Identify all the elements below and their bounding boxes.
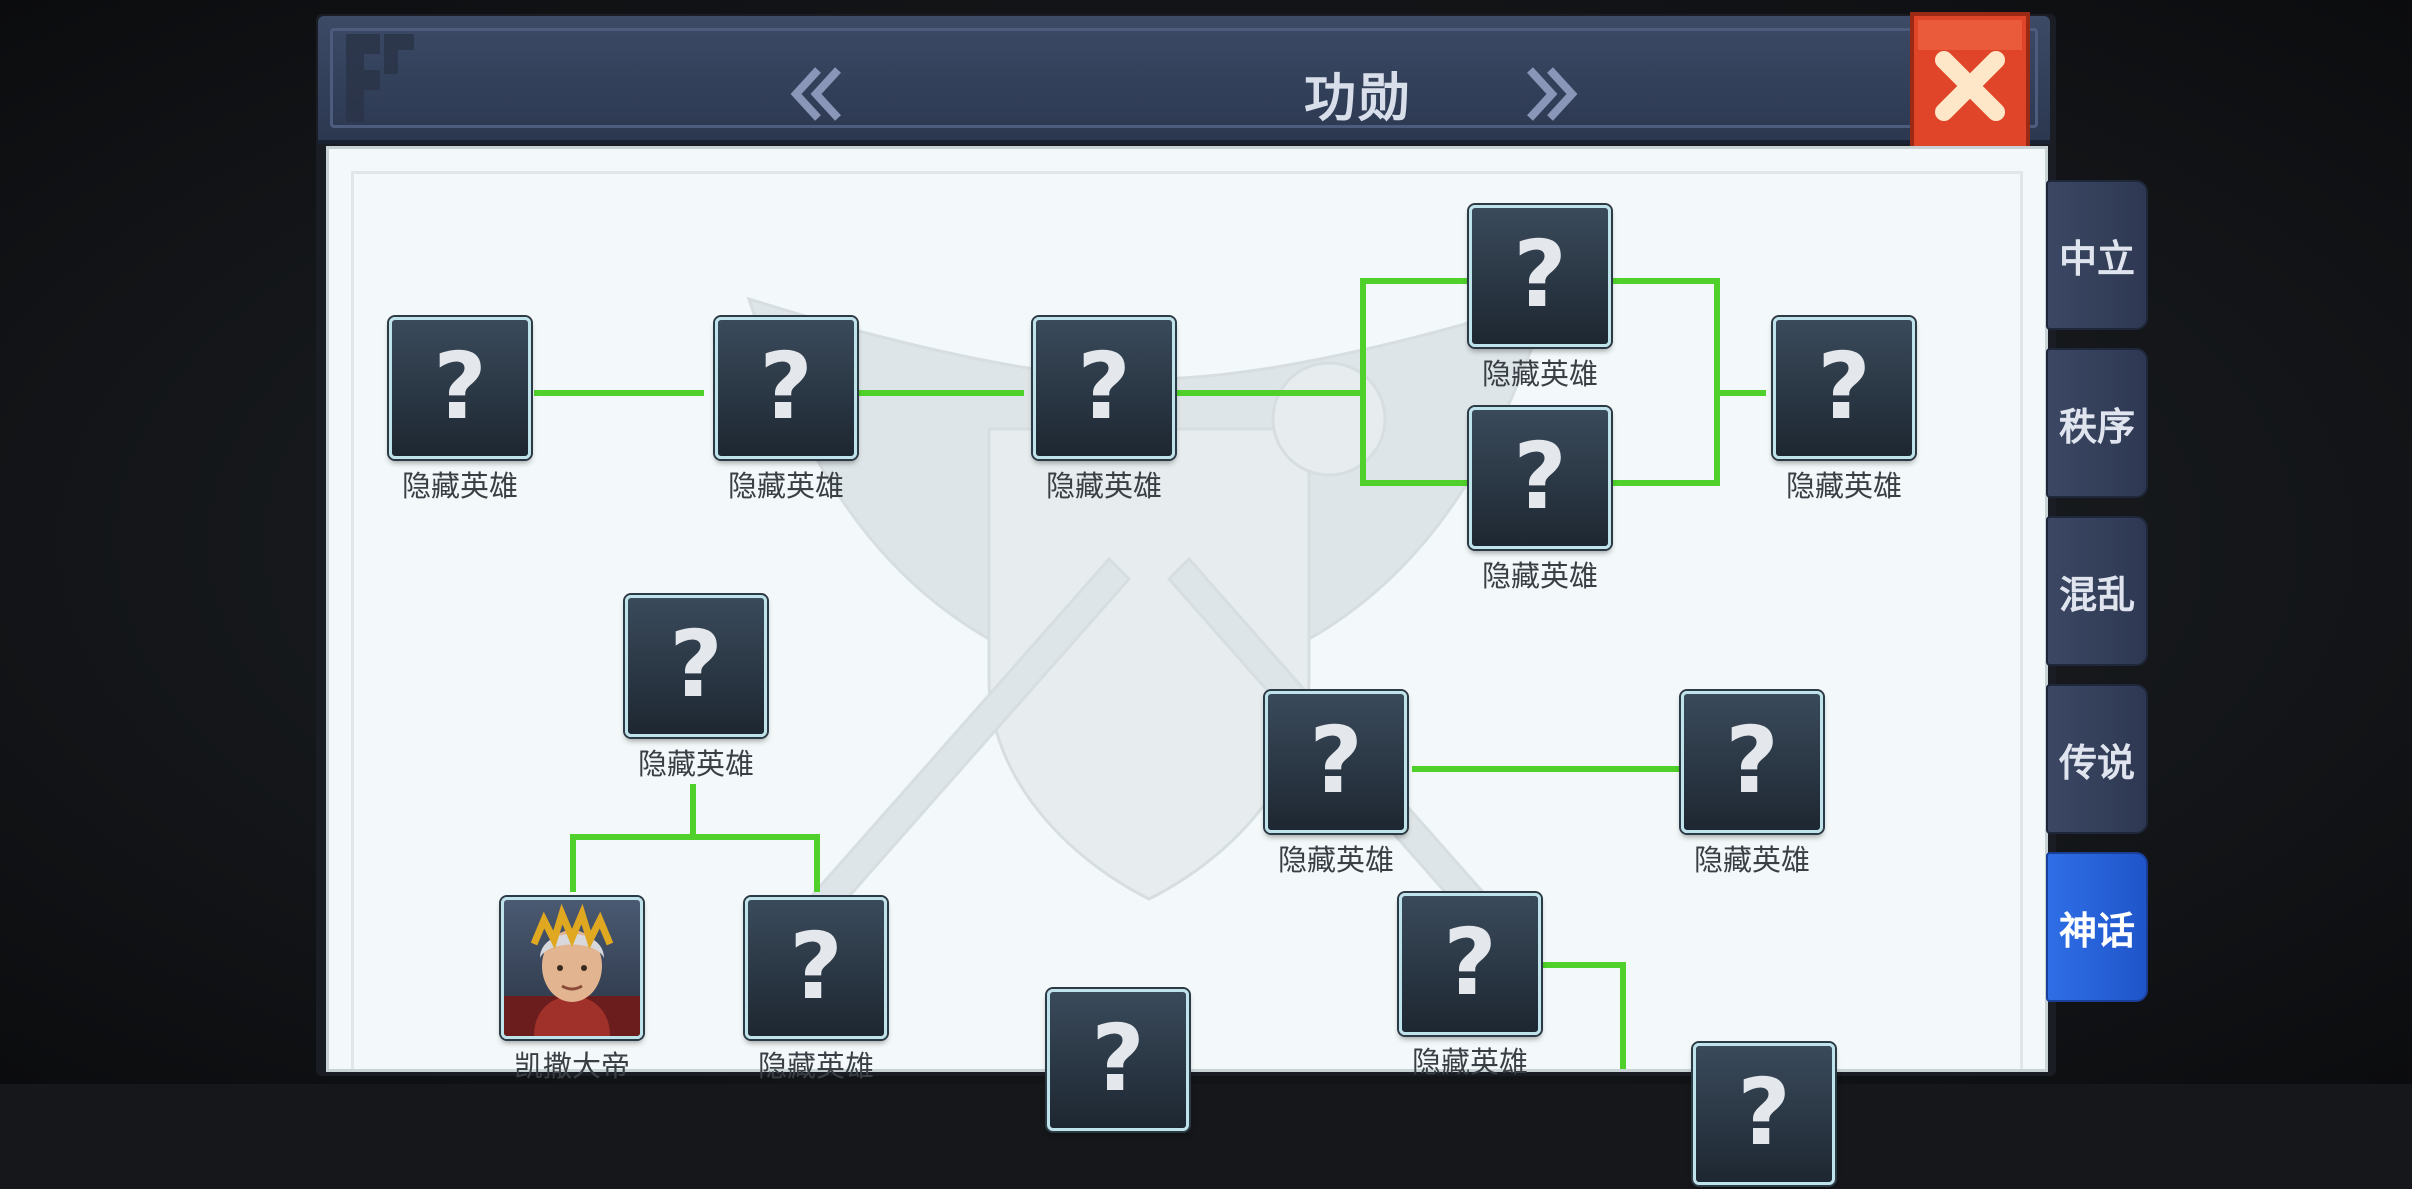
connector-lines	[534, 278, 1766, 1069]
question-mark-icon: ?	[1513, 423, 1567, 530]
hero-node[interactable]: ? 隐藏英雄	[741, 897, 891, 1085]
hero-node[interactable]: ? 隐藏英雄	[385, 317, 535, 505]
hero-label: 隐藏英雄	[727, 469, 844, 503]
hero-label: 隐藏英雄	[401, 469, 518, 503]
question-mark-icon: ?	[1443, 909, 1497, 1016]
hero-node[interactable]: ? 隐藏英雄	[1465, 205, 1615, 393]
hidden-hero-tile: ?	[745, 897, 887, 1039]
hidden-hero-tile: ?	[1399, 893, 1541, 1035]
hero-label: 凯撒大帝	[513, 1049, 630, 1083]
question-mark-icon: ?	[1077, 333, 1131, 440]
question-mark-icon: ?	[1725, 707, 1779, 814]
hidden-hero-tile: ?	[1033, 317, 1175, 459]
hero-label: 隐藏英雄	[1481, 357, 1598, 391]
header-emblem-icon	[346, 34, 414, 122]
hidden-hero-tile: ?	[1681, 691, 1823, 833]
hero-label: 隐藏英雄	[1411, 1045, 1528, 1079]
question-mark-icon: ?	[1817, 333, 1871, 440]
hero-node[interactable]: ?	[1043, 989, 1193, 1135]
hero-portrait-icon	[504, 903, 640, 1036]
question-mark-icon: ?	[1513, 221, 1567, 328]
hero-node[interactable]: ? 隐藏英雄	[1677, 691, 1827, 879]
hidden-hero-tile: ?	[1265, 691, 1407, 833]
hero-label: 隐藏英雄	[637, 747, 754, 781]
close-button[interactable]	[1908, 10, 2032, 180]
hero-node[interactable]: ? 隐藏英雄	[1465, 407, 1615, 595]
question-mark-icon: ?	[433, 333, 487, 440]
hidden-hero-tile: ?	[1773, 317, 1915, 459]
tab-chaos[interactable]: 混乱	[2046, 516, 2148, 666]
hero-label: 隐藏英雄	[1693, 843, 1810, 877]
hero-node[interactable]: 凯撒大帝	[497, 897, 647, 1085]
hero-label: 隐藏英雄	[1481, 559, 1598, 593]
question-mark-icon: ?	[789, 913, 843, 1020]
hero-node[interactable]: ? 隐藏英雄	[1769, 317, 1919, 505]
double-chevron-left-icon[interactable]	[788, 64, 848, 124]
hidden-hero-tile: ?	[1693, 1043, 1835, 1185]
hidden-hero-tile: ?	[625, 595, 767, 737]
hidden-hero-tile: ?	[1469, 407, 1611, 549]
hero-label: 隐藏英雄	[757, 1049, 874, 1083]
tab-order[interactable]: 秩序	[2046, 348, 2148, 498]
hero-node[interactable]: ? 隐藏英雄	[621, 595, 771, 783]
hidden-hero-tile: ?	[1469, 205, 1611, 347]
header-bar: 功勋	[318, 16, 2050, 144]
board-inner-border	[351, 171, 2023, 1069]
hero-node[interactable]: ? 隐藏英雄	[1395, 893, 1545, 1081]
hero-tree-board: ? 隐藏英雄 ? 隐藏英雄 ? 隐藏英雄 ? 隐藏英雄 ? 隐藏英雄 ? 隐藏英…	[326, 146, 2048, 1185]
tab-myth[interactable]: 神话	[2046, 852, 2148, 1002]
question-mark-icon: ?	[759, 333, 813, 440]
question-mark-icon: ?	[1309, 707, 1363, 814]
hero-node[interactable]: ?	[1689, 1043, 1839, 1189]
caesar-portrait	[501, 897, 643, 1039]
question-mark-icon: ?	[1091, 1005, 1145, 1112]
eagle-shield-emblem-icon	[746, 296, 1552, 922]
double-chevron-right-icon[interactable]	[1520, 64, 1580, 124]
hero-label: 隐藏英雄	[1785, 469, 1902, 503]
hero-label: 隐藏英雄	[1045, 469, 1162, 503]
close-x-icon	[1935, 51, 2005, 121]
hidden-hero-tile: ?	[389, 317, 531, 459]
tab-legend[interactable]: 传说	[2046, 684, 2148, 834]
hero-label: 隐藏英雄	[1277, 843, 1394, 877]
header-border	[330, 28, 2038, 128]
question-mark-icon: ?	[1737, 1059, 1791, 1166]
hero-node[interactable]: ? 隐藏英雄	[711, 317, 861, 505]
page-title: 功勋	[1303, 69, 1412, 129]
question-mark-icon: ?	[669, 611, 723, 718]
tab-neutral[interactable]: 中立	[2046, 180, 2148, 330]
hero-node[interactable]: ? 隐藏英雄	[1261, 691, 1411, 879]
hidden-hero-tile: ?	[715, 317, 857, 459]
hidden-hero-tile: ?	[1047, 989, 1189, 1131]
hero-node[interactable]: ? 隐藏英雄	[1029, 317, 1179, 505]
